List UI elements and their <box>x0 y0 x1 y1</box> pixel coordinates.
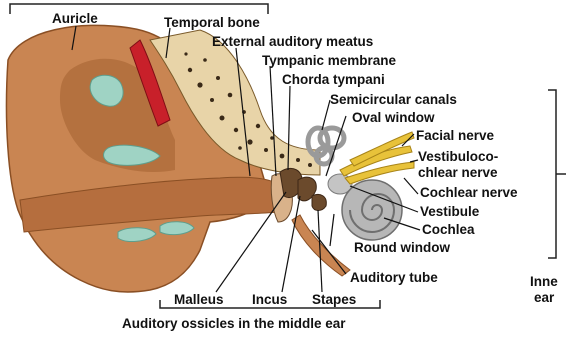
label-auricle: Auricle <box>52 11 98 26</box>
label-cochlear-nerve: Cochlear nerve <box>420 185 518 200</box>
label-vestibulocochlear-nerve-2: chlear nerve <box>418 165 498 180</box>
label-tympanic-membrane: Tympanic membrane <box>262 53 396 68</box>
label-chorda-tympani: Chorda tympani <box>282 72 385 87</box>
label-semicircular-canals: Semicircular canals <box>330 92 457 107</box>
nerves-shape <box>340 132 414 184</box>
label-vestibulocochlear-nerve-1: Vestibuloco- <box>418 149 498 164</box>
label-external-auditory-meatus: External auditory meatus <box>212 34 373 49</box>
cochlea-shape <box>342 180 402 240</box>
label-round-window: Round window <box>354 240 450 255</box>
label-cochlea: Cochlea <box>422 222 475 237</box>
label-incus: Incus <box>252 292 287 307</box>
label-oval-window: Oval window <box>352 110 435 125</box>
label-facial-nerve: Facial nerve <box>416 128 494 143</box>
label-vestibule: Vestibule <box>420 204 479 219</box>
label-auditory-tube: Auditory tube <box>350 270 438 285</box>
inner-ear-bracket <box>548 90 556 258</box>
label-stapes: Stapes <box>312 292 356 307</box>
label-auditory-ossicles: Auditory ossicles in the middle ear <box>122 316 346 331</box>
label-inner-ear-1: Inne <box>530 274 558 289</box>
label-malleus: Malleus <box>174 292 224 307</box>
stapes-shape <box>312 194 326 210</box>
auricle-bracket <box>10 4 268 14</box>
label-inner-ear-2: ear <box>534 290 554 305</box>
label-temporal-bone: Temporal bone <box>164 15 260 30</box>
